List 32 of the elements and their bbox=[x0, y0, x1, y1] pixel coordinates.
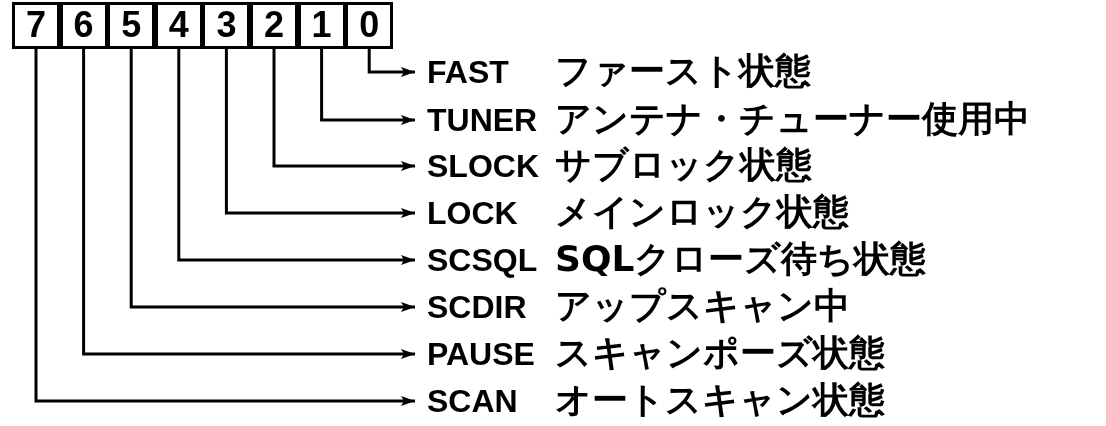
arrow bbox=[177, 49, 415, 265]
bit-cell: 3 bbox=[202, 2, 251, 49]
signal-name: SCSQL bbox=[427, 240, 538, 280]
bit-description: サブロック状態 bbox=[555, 143, 812, 187]
arrow bbox=[82, 49, 415, 359]
bit-cell: 0 bbox=[345, 2, 394, 49]
bit-description: ファースト状態 bbox=[555, 49, 811, 93]
bit-description: オートスキャン状態 bbox=[555, 378, 885, 422]
bit-cell: 1 bbox=[297, 2, 346, 49]
bit-description: SQLクローズ待ち状態 bbox=[555, 237, 927, 281]
bit-cell: 4 bbox=[154, 2, 203, 49]
signal-name: SCAN bbox=[427, 381, 518, 421]
arrow bbox=[320, 49, 415, 125]
bit-cell: 2 bbox=[250, 2, 298, 49]
arrow bbox=[224, 49, 415, 218]
signal-name: LOCK bbox=[427, 193, 518, 233]
arrow bbox=[367, 49, 415, 77]
signal-name: SLOCK bbox=[427, 146, 539, 186]
signal-name: SCDIR bbox=[427, 287, 527, 327]
signal-name: TUNER bbox=[427, 100, 538, 140]
bit-description: アンテナ・チューナー使用中 bbox=[555, 97, 1030, 141]
bit-description: スキャンポーズ状態 bbox=[555, 331, 885, 375]
bit-description: メインロック状態 bbox=[555, 190, 849, 234]
signal-name: FAST bbox=[427, 52, 509, 92]
bit-cell: 7 bbox=[12, 2, 60, 49]
bit-description: アップスキャン中 bbox=[555, 284, 850, 328]
arrow bbox=[34, 49, 415, 406]
bit-cell: 5 bbox=[107, 2, 156, 49]
arrow bbox=[272, 49, 415, 171]
arrow bbox=[129, 49, 415, 312]
bit-cell: 6 bbox=[59, 2, 108, 49]
signal-name: PAUSE bbox=[427, 334, 535, 374]
